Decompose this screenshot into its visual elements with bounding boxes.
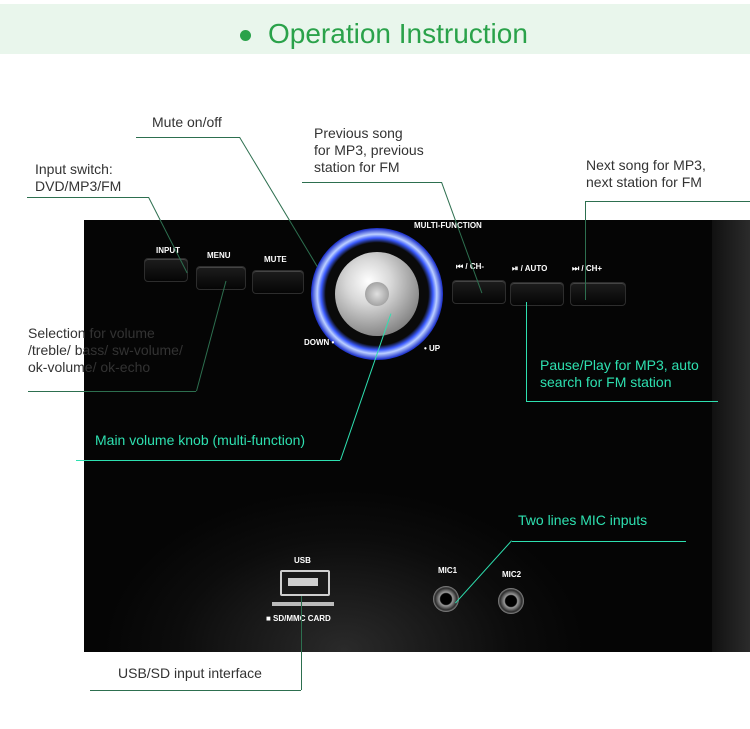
speaker-control-panel: INPUT MENU MUTE MULTI-FUNCTION DOWN • • … xyxy=(84,220,750,652)
leader-line-pause-v xyxy=(526,302,527,401)
mute-button-label: MUTE xyxy=(264,255,287,264)
leader-line-usb-v xyxy=(301,596,302,690)
header-banner: Operation Instruction xyxy=(0,4,750,54)
next-button-label: ⏭ / CH+ xyxy=(572,264,603,273)
bullet-icon xyxy=(240,30,251,41)
mic2-label: MIC2 xyxy=(502,570,522,579)
leader-line-prev-h xyxy=(302,182,442,183)
leader-line-next-v xyxy=(585,201,586,300)
page-title: Operation Instruction xyxy=(268,18,528,49)
mic2-jack[interactable] xyxy=(498,588,524,614)
mic1-label: MIC1 xyxy=(438,566,458,575)
usb-label: USB xyxy=(294,556,311,565)
up-label: • UP xyxy=(424,344,441,353)
leader-line-mute-h xyxy=(136,137,240,138)
play-button[interactable] xyxy=(510,282,564,306)
sd-card-slot[interactable] xyxy=(272,602,334,606)
annotation-mic: Two lines MIC inputs xyxy=(518,512,648,528)
sd-card-label: ■ SD/MMC CARD xyxy=(266,614,331,623)
input-button-label: INPUT xyxy=(156,246,180,255)
leader-line-pause-h xyxy=(526,401,718,402)
multi-function-label: MULTI-FUNCTION xyxy=(414,221,482,230)
panel-side-edge xyxy=(712,220,750,652)
annotation-mute: Mute on/off xyxy=(152,114,222,130)
annotation-next: Next song for MP3,next station for FM xyxy=(586,157,706,190)
mute-button[interactable] xyxy=(252,270,304,294)
leader-line-input-h xyxy=(27,197,149,198)
annotation-knob: Main volume knob (multi-function) xyxy=(95,432,306,448)
usb-port-contacts xyxy=(288,578,318,586)
leader-line-knob-h xyxy=(76,460,340,461)
next-button[interactable] xyxy=(570,282,626,306)
leader-line-next-h xyxy=(585,201,750,202)
prev-button[interactable] xyxy=(452,280,506,304)
play-button-label: ⏯ / AUTO xyxy=(512,264,548,273)
annotation-input-switch: Input switch:DVD/MP3/FM xyxy=(35,161,122,194)
annotation-usb-sd: USB/SD input interface xyxy=(118,665,262,681)
leader-line-usb-h xyxy=(90,690,301,691)
menu-button-label: MENU xyxy=(207,251,231,260)
prev-button-label: ⏮ / CH- xyxy=(456,262,485,271)
menu-button[interactable] xyxy=(196,266,246,290)
leader-line-selection-h xyxy=(28,391,196,392)
usb-port[interactable] xyxy=(280,570,330,596)
annotation-selection: Selection for volume/treble/ bass/ sw-vo… xyxy=(28,325,183,375)
mic1-jack[interactable] xyxy=(433,586,459,612)
down-label: DOWN • xyxy=(304,338,335,347)
leader-line-mic-h xyxy=(512,541,686,542)
knob-center-cap xyxy=(365,282,389,306)
